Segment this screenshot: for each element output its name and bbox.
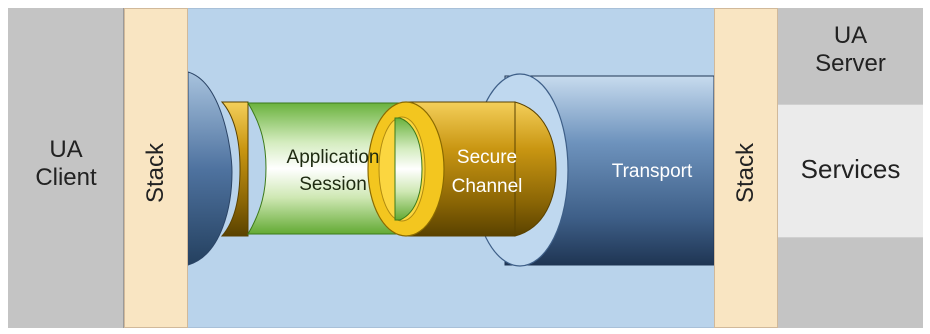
stack-right-box: Stack <box>714 8 778 328</box>
services-label: Services <box>800 154 901 184</box>
transport-label: Transport <box>612 161 693 182</box>
transport-pipe-left-end <box>187 71 233 266</box>
ua-server-label: UA Server <box>778 22 923 77</box>
stack-left-box: Stack <box>124 8 188 328</box>
secure-channel-label-line1: Secure <box>457 147 517 168</box>
application-session-pipe-end <box>394 117 423 221</box>
ua-server-label-line2: Server <box>815 49 886 77</box>
secure-channel-pipe-end <box>514 101 557 237</box>
secure-channel-label-line2: Channel <box>452 176 523 197</box>
ua-server-label-line1: UA <box>833 22 868 49</box>
ua-client-label-line1: UA <box>49 136 83 163</box>
stack-right-label: Stack <box>732 142 759 204</box>
ua-client-label: UA Client <box>8 136 124 191</box>
application-session-pipe <box>247 102 401 235</box>
stack-left-label: Stack <box>142 142 169 204</box>
secure-channel-left-end <box>220 101 249 237</box>
services-box: Services <box>778 104 923 238</box>
ua-client-box: UA Client <box>8 8 124 328</box>
application-session-label-line1: Application <box>287 147 380 168</box>
application-session-label-line2: Session <box>299 174 367 195</box>
ua-client-label-line2: Client <box>35 163 97 191</box>
